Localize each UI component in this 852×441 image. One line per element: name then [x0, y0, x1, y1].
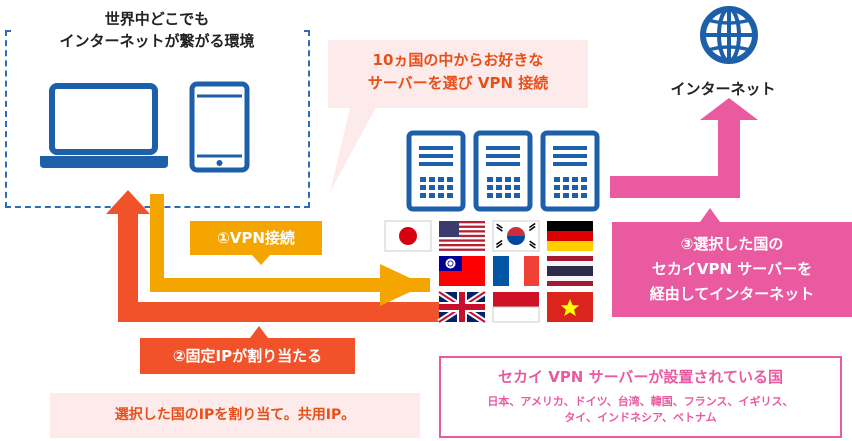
devices-title: 世界中どこでも インターネットが繋がる環境 [12, 8, 302, 52]
step3-badge [612, 222, 852, 317]
countries-line2: タイ、インドネシア、ベトナム [564, 411, 717, 424]
step2-badge: ②固定IPが割り当たる [140, 338, 355, 374]
step3-badge-pointer [700, 208, 720, 222]
server-icon-3 [540, 130, 600, 212]
thailand-flag-icon [547, 256, 593, 286]
step3-text: ③選択した国の セカイVPN サーバーを 経由してインターネット [612, 232, 852, 307]
devices-title-line2: インターネットが繋がる環境 [59, 32, 255, 50]
uk-flag-icon [437, 289, 487, 325]
step1-arrow [150, 194, 430, 306]
indonesia-flag-icon [492, 292, 540, 323]
globe-icon [700, 6, 758, 64]
shared-ip-note [50, 393, 420, 438]
step1-badge-pointer [252, 255, 270, 265]
korea-flag-icon [492, 220, 540, 252]
taiwan-flag-icon [439, 256, 485, 286]
server-icon-1 [406, 130, 466, 212]
tablet-icon [189, 81, 250, 173]
vietnam-flag-icon [547, 292, 593, 322]
countries-box [439, 356, 842, 438]
germany-flag-icon [547, 221, 593, 251]
callout-text: 10ヵ国の中からお好きな サーバーを選び VPN 接続 [328, 49, 588, 95]
devices-title-line1: 世界中どこでも [104, 10, 210, 28]
step1-badge: ①VPN接続 [190, 221, 322, 255]
callout-tail [330, 100, 380, 192]
shared-ip-text: 選択した国のIPを割り当て。共用IP。 [114, 407, 356, 423]
server-icon-2 [473, 130, 533, 212]
step3-line2: セカイVPN サーバーを [651, 260, 813, 278]
callout-line1: 10ヵ国の中からお好きな [372, 51, 544, 69]
japan-flag-icon [384, 220, 432, 252]
internet-label: インターネット [670, 80, 776, 98]
step2-badge-pointer [250, 326, 268, 338]
step3-arrow [610, 98, 758, 198]
callout-line2: サーバーを選び VPN 接続 [367, 74, 549, 92]
callout-bubble [328, 40, 588, 108]
countries-title: セカイ VPN サーバーが設置されている国 [497, 368, 783, 386]
france-flag-icon [493, 256, 539, 286]
step2-arrow [106, 190, 442, 322]
countries-list: 日本、アメリカ、ドイツ、台湾、韓国、フランス、イギリス、 タイ、インドネシア、ベ… [441, 394, 840, 426]
countries-line1: 日本、アメリカ、ドイツ、台湾、韓国、フランス、イギリス、 [487, 395, 794, 408]
step3-line1: ③選択した国の [680, 235, 784, 253]
step3-line3: 経由してインターネット [649, 285, 815, 303]
laptop-icon [40, 83, 168, 168]
usa-flag-icon [439, 221, 485, 251]
